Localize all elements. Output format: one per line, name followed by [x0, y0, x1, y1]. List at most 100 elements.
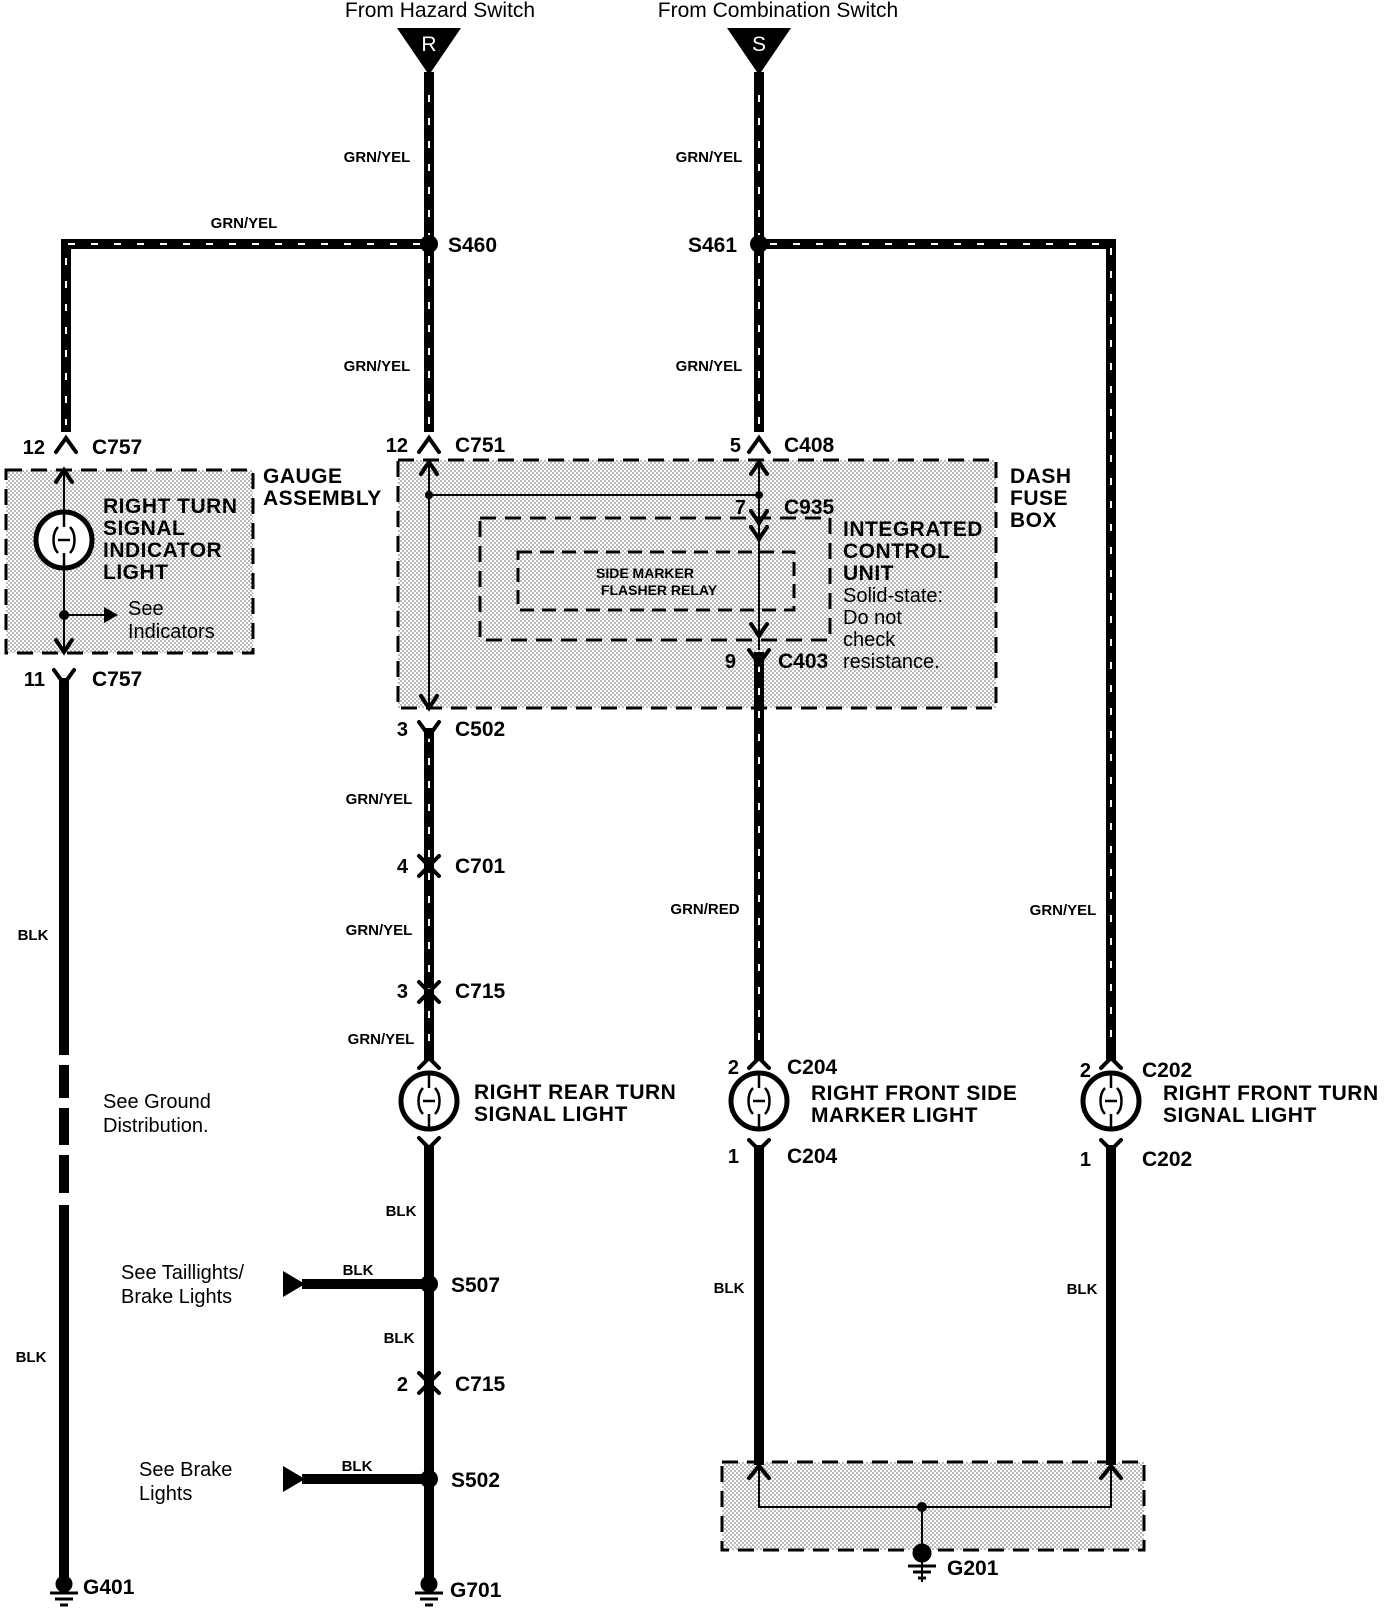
icu-label: CONTROL [843, 540, 950, 563]
splice-label: S461 [688, 234, 737, 257]
taillight-branch-arrow [283, 1271, 305, 1297]
wire-label: GRN/YEL [676, 149, 743, 166]
dash-fuse-box-label: BOX [1010, 509, 1057, 532]
connector-label: C701 [455, 855, 506, 878]
splice-label: S502 [451, 1469, 500, 1492]
pin-number: 7 [735, 497, 746, 519]
ground-g201-dot [912, 1543, 932, 1563]
combination-connector-triangle [727, 28, 791, 75]
ground-g701-dot [420, 1575, 438, 1593]
side-marker-light-label: RIGHT FRONT SIDE [811, 1082, 1017, 1105]
combination-switch-label: From Combination Switch [658, 0, 898, 22]
splice-s507 [420, 1275, 438, 1293]
see-indicators-note: Indicators [128, 621, 215, 643]
pin-number: 1 [1080, 1149, 1091, 1171]
pin-number: 5 [730, 435, 741, 457]
wire-label: BLK [16, 1349, 47, 1366]
wire-label: GRN/YEL [344, 149, 411, 166]
hazard-letter: R [421, 33, 436, 56]
icu-note: Do not [843, 607, 902, 629]
connector-label: C757 [92, 436, 142, 459]
rear-turn-light-label: RIGHT REAR TURN [474, 1081, 676, 1104]
front-turn-light-label: SIGNAL LIGHT [1163, 1104, 1317, 1127]
splice-label: S460 [448, 234, 497, 257]
brake-lights-note: Lights [139, 1483, 192, 1505]
connector-label: C935 [784, 496, 835, 519]
hazard-switch-label: From Hazard Switch [345, 0, 535, 22]
connector-label: C408 [784, 434, 835, 457]
wire-label: GRN/YEL [346, 922, 413, 939]
pin-number: 9 [725, 651, 736, 673]
wire-s460-to-c757 [61, 239, 429, 432]
wire-label: GRN/YEL [1030, 902, 1097, 919]
pin-number: 3 [397, 719, 408, 741]
wire-label: GRN/RED [670, 901, 739, 918]
splice-s461 [750, 235, 768, 253]
connector-label: C502 [455, 718, 505, 741]
wire-label: BLK [714, 1280, 745, 1297]
indicator-light-label: LIGHT [103, 561, 169, 584]
splice-s460 [420, 235, 438, 253]
icu-label: UNIT [843, 562, 894, 585]
pin-number: 12 [386, 435, 408, 457]
combination-letter: S [752, 33, 766, 56]
connector-label: C751 [455, 434, 506, 457]
ground-label: G201 [947, 1557, 999, 1580]
taillights-note: See Taillights/ [121, 1262, 244, 1284]
connector-label: C757 [92, 668, 142, 691]
flasher-relay-box [516, 550, 796, 612]
wire-label: GRN/YEL [211, 215, 278, 232]
wire-label: BLK [1067, 1281, 1098, 1298]
brake-lights-note: See Brake [139, 1459, 232, 1481]
connector-label: C202 [1142, 1148, 1192, 1171]
icu-note: check [843, 629, 896, 651]
icu-label: INTEGRATED [843, 518, 983, 541]
pin-number: 4 [397, 856, 409, 878]
flasher-relay-label: SIDE MARKER [596, 565, 694, 581]
wire-label: GRN/YEL [676, 358, 743, 375]
wire-label: BLK [343, 1262, 374, 1279]
ground-distribution-note: Distribution. [103, 1115, 209, 1137]
pin-number: 1 [728, 1146, 739, 1168]
dash-fuse-box-label: DASH [1010, 465, 1072, 488]
ground-distribution-note: See Ground [103, 1091, 211, 1113]
connector-label: C403 [778, 650, 828, 673]
wire-s461-to-c202 [759, 239, 1116, 1060]
connector-label: C204 [787, 1145, 838, 1168]
wire-label: BLK [386, 1203, 417, 1220]
icu-note: Solid-state: [843, 585, 943, 607]
pin-number: 11 [24, 669, 45, 691]
wire-label: BLK [384, 1330, 415, 1347]
ground-g401-dot [55, 1575, 73, 1593]
wire-label: BLK [342, 1458, 373, 1475]
rear-turn-light-label: SIGNAL LIGHT [474, 1103, 628, 1126]
side-marker-light-label: MARKER LIGHT [811, 1104, 978, 1127]
ground-label: G701 [450, 1579, 502, 1602]
wire-label: GRN/YEL [348, 1031, 415, 1048]
pin-number: 3 [397, 981, 408, 1003]
splice-label: S507 [451, 1274, 500, 1297]
hazard-connector-triangle [397, 28, 461, 75]
pin-number: 12 [23, 437, 45, 459]
front-turn-light-label: RIGHT FRONT TURN [1163, 1082, 1379, 1105]
ground-label: G401 [83, 1576, 135, 1599]
gauge-assembly-label: ASSEMBLY [263, 487, 382, 510]
pin-number: 2 [397, 1374, 408, 1396]
pin-number: 2 [728, 1057, 739, 1079]
brake-branch-arrow [283, 1466, 305, 1492]
wire-label: BLK [18, 927, 49, 944]
taillights-note: Brake Lights [121, 1286, 232, 1308]
icu-note: resistance. [843, 651, 940, 673]
indicator-light-label: SIGNAL [103, 517, 185, 540]
indicator-light-label: INDICATOR [103, 539, 222, 562]
splice-s502 [420, 1470, 438, 1488]
connector-label: C715 [455, 980, 506, 1003]
connector-label: C202 [1142, 1059, 1192, 1082]
flasher-relay-label: FLASHER RELAY [601, 582, 718, 598]
indicator-light-label: RIGHT TURN [103, 495, 238, 518]
gauge-assembly-label: GAUGE [263, 465, 343, 488]
connector-label: C715 [455, 1373, 506, 1396]
pin-number: 2 [1080, 1060, 1091, 1082]
connector-label: C204 [787, 1056, 838, 1079]
